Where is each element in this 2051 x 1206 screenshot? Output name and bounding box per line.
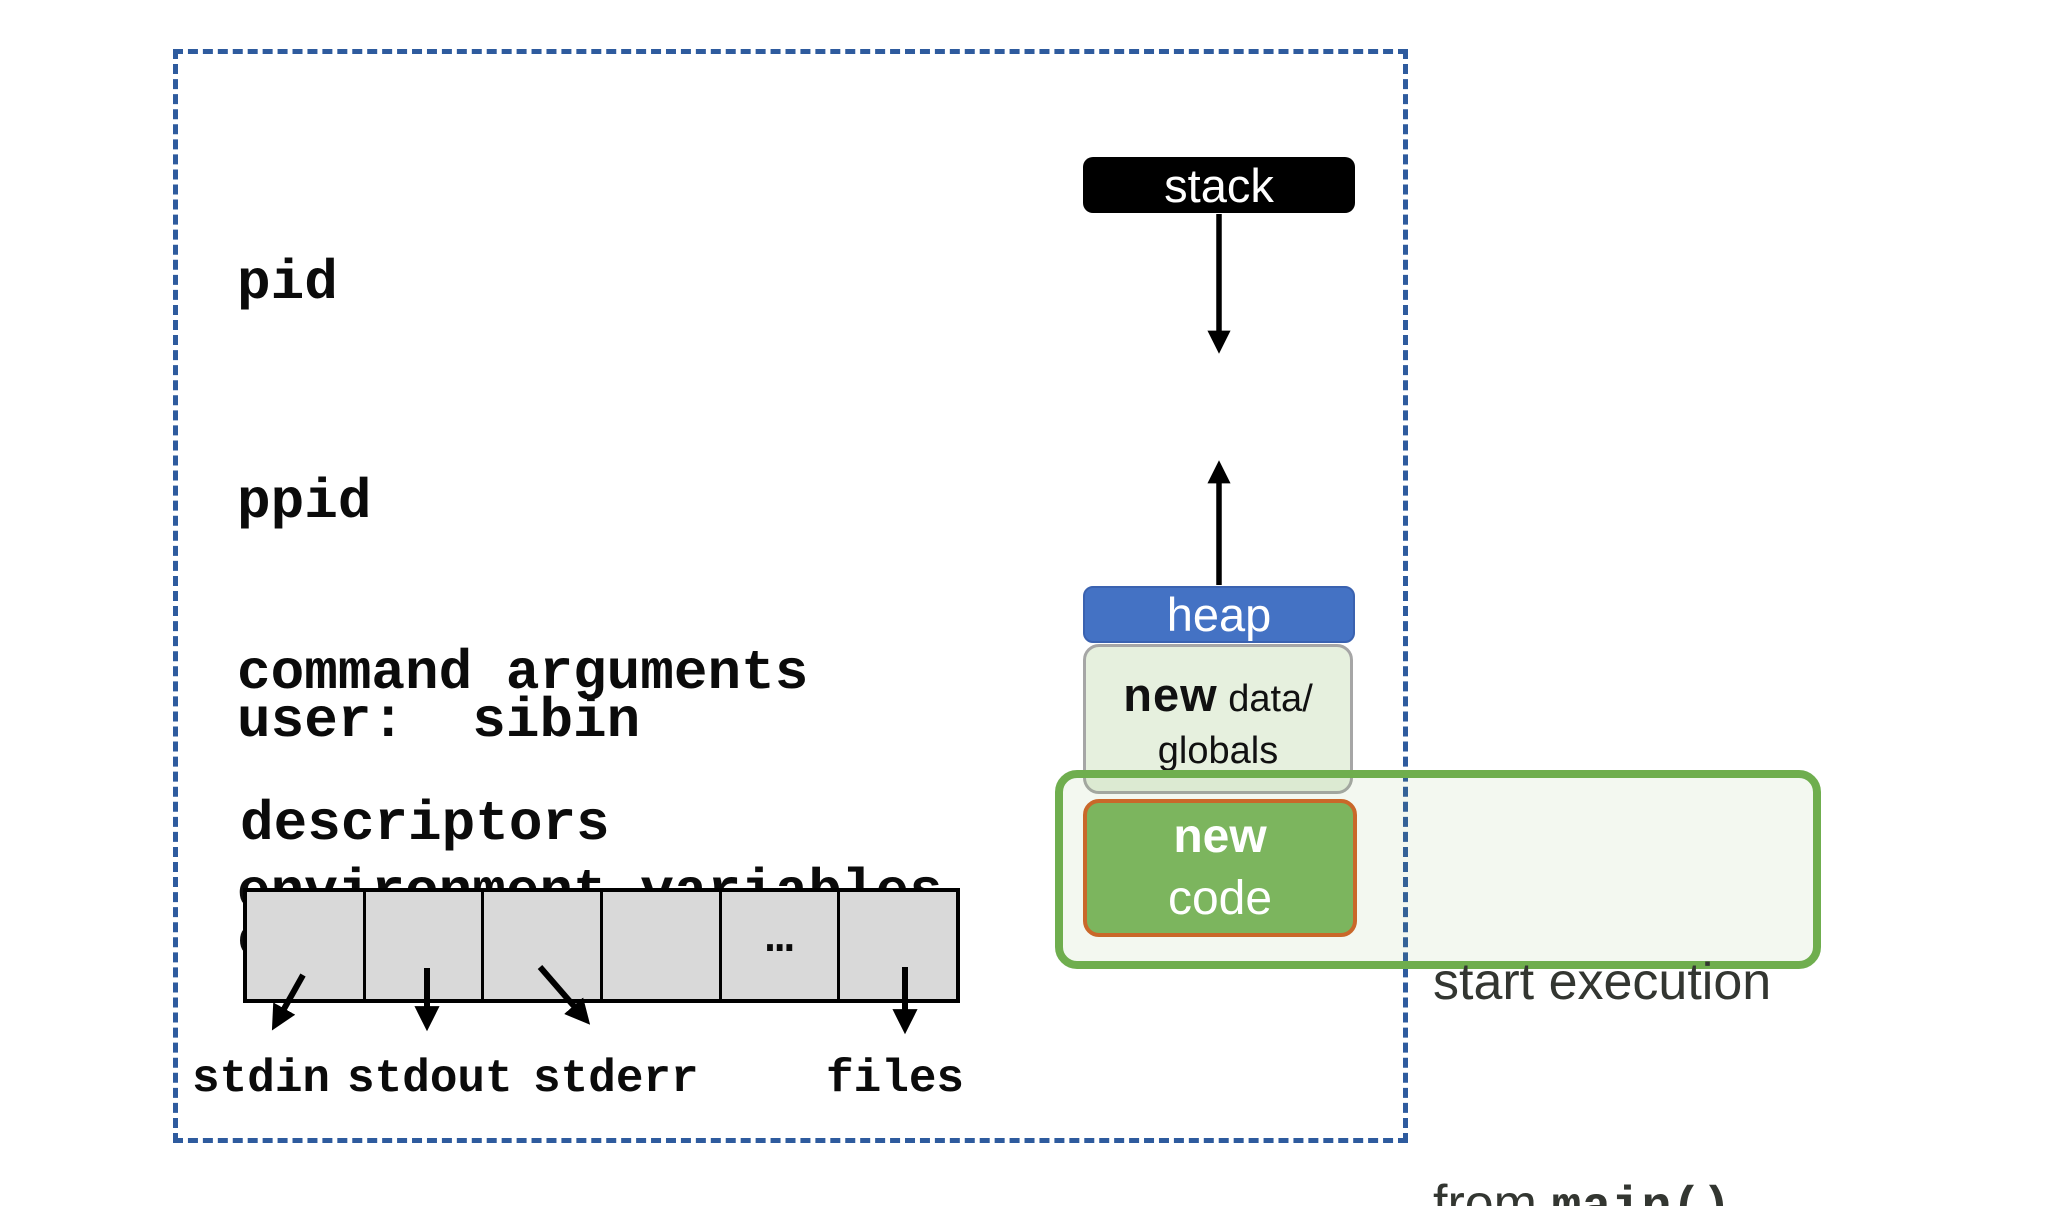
stack-label: stack [1164,158,1274,212]
heap-label: heap [1166,588,1272,641]
files-label: files [826,1053,965,1105]
code-box-code-text: code [1167,872,1273,925]
data-globals-box: new data/ globals [1083,644,1353,794]
data-box-new-text: new [1123,668,1218,721]
heap-box: heap [1083,586,1355,643]
callout-main-code-text: main() [1551,1180,1731,1206]
stdout-label: stdout [347,1053,513,1105]
descriptor-cell [366,892,485,999]
stderr-label: stderr [533,1053,699,1105]
code-box: new code [1083,799,1357,937]
process-boundary-box [173,49,1408,1143]
descriptors-label: descriptors [240,792,610,856]
callout-line1: start execution [1433,953,1772,1011]
descriptor-cell [603,892,722,999]
ellipsis-text: … [765,912,794,965]
ppid-line: ppid [237,470,372,534]
stack-box: stack [1083,157,1355,213]
user-line: user: sibin [237,689,641,753]
command-arguments-line: command arguments [237,641,809,705]
descriptor-cell-ellipsis: … [722,892,841,999]
pid-line: pid [237,251,338,315]
descriptor-cell [840,892,956,999]
stdin-label: stdin [192,1053,331,1105]
callout-from-text: from [1433,1175,1552,1206]
callout-line2: from main() [1433,1167,1771,1206]
descriptor-cell [484,892,604,999]
callout-text: start execution from main() [1433,797,1771,1206]
data-box-data-text: data/ [1217,678,1313,720]
descriptor-cell [247,892,366,999]
data-box-globals-text: globals [1157,730,1279,772]
code-box-new-text: new [1173,810,1267,863]
descriptor-table: … [243,888,960,1003]
data-box-line1: new data/ [1123,669,1313,725]
